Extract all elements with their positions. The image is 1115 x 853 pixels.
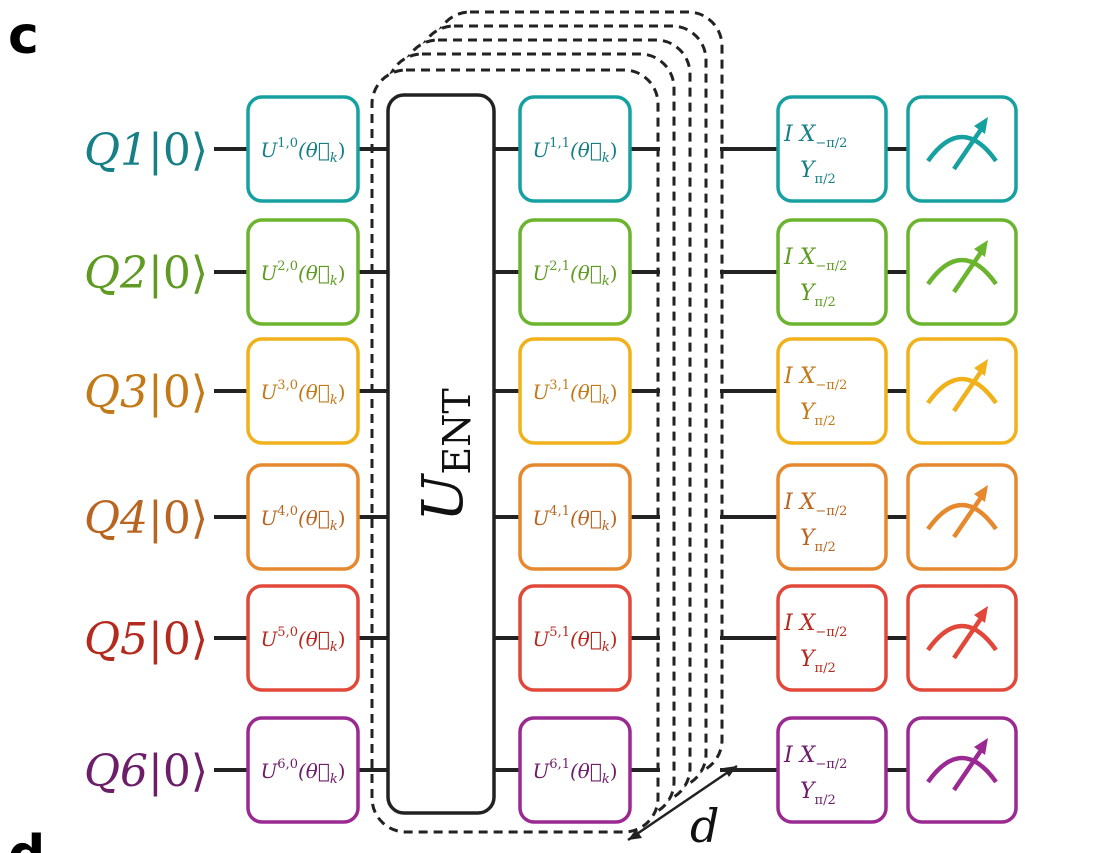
rotation-gate	[518, 584, 632, 692]
rotation-gate-label: U5,1(θ⃗k)	[532, 625, 617, 655]
qubit-label: Q1|0⟩	[84, 125, 208, 176]
measurement-meter	[906, 584, 1018, 692]
qubit-label: Q2|0⟩	[84, 248, 208, 299]
entangler-block: UENT	[386, 93, 496, 815]
rotation-gate	[246, 584, 360, 692]
basis-rotation-gate	[776, 716, 888, 824]
rotation-gate	[246, 218, 360, 326]
rotation-gate-label: U3,0(θ⃗k)	[260, 378, 345, 408]
basis-gate-y-label: Yπ/2	[800, 647, 836, 676]
qubit-label: Q5|0⟩	[84, 614, 208, 665]
basis-rotation-gate	[776, 95, 888, 203]
rotation-gate	[518, 95, 632, 203]
gate-grid: Q1|0⟩U1,0(θ⃗k)U1,1(θ⃗k)I X−π/2Yπ/2Q2|0⟩U…	[84, 95, 1018, 824]
panel-label-c: c	[8, 6, 39, 66]
meter-icon	[926, 359, 998, 413]
rotation-gate-label: U4,1(θ⃗k)	[532, 504, 617, 534]
basis-gate-xi-label: I X−π/2	[783, 364, 847, 393]
rotation-gate	[518, 716, 632, 824]
basis-gate-y-label: Yπ/2	[800, 281, 836, 310]
meter-icon	[926, 738, 998, 792]
rotation-gate-label: U6,1(θ⃗k)	[532, 757, 617, 787]
basis-gate-y-label: Yπ/2	[800, 400, 836, 429]
basis-gate-y-label: Yπ/2	[800, 526, 836, 555]
basis-gate-y-label: Yπ/2	[800, 779, 836, 808]
rotation-gate-label: U5,0(θ⃗k)	[260, 625, 345, 655]
basis-gate-y-label: Yπ/2	[800, 158, 836, 187]
basis-rotation-gate	[776, 584, 888, 692]
measurement-meter	[906, 337, 1018, 445]
meter-icon	[926, 485, 998, 539]
measurement-meter	[906, 95, 1018, 203]
rotation-gate-label: U1,1(θ⃗k)	[532, 136, 617, 166]
depth-label: d	[690, 799, 719, 853]
measurement-meter	[906, 716, 1018, 824]
measurement-meter	[906, 463, 1018, 571]
depth-arrow: d	[627, 764, 738, 853]
basis-gate-xi-label: I X−π/2	[783, 490, 847, 519]
rotation-gate-label: U2,0(θ⃗k)	[260, 259, 345, 289]
qubit-label: Q6|0⟩	[84, 746, 208, 797]
rotation-gate-label: U3,1(θ⃗k)	[532, 378, 617, 408]
rotation-gate	[246, 337, 360, 445]
rotation-gate-label: U4,0(θ⃗k)	[260, 504, 345, 534]
basis-gate-xi-label: I X−π/2	[783, 245, 847, 274]
panel-label-d: d	[8, 825, 45, 853]
rotation-gate-label: U2,1(θ⃗k)	[532, 259, 617, 289]
rotation-gate	[518, 218, 632, 326]
meter-icon	[926, 117, 998, 171]
rotation-gate	[518, 463, 632, 571]
basis-rotation-gate	[776, 337, 888, 445]
rotation-gate	[518, 337, 632, 445]
entangler-label: UENT	[411, 388, 479, 522]
rotation-gate	[246, 95, 360, 203]
basis-gate-xi-label: I X−π/2	[783, 611, 847, 640]
rotation-gate-label: U1,0(θ⃗k)	[260, 136, 345, 166]
entangler-subscript: ENT	[435, 388, 479, 474]
measurement-meter	[906, 218, 1018, 326]
basis-gate-xi-label: I X−π/2	[783, 743, 847, 772]
basis-gate-xi-label: I X−π/2	[783, 122, 847, 151]
rotation-gate	[246, 463, 360, 571]
basis-rotation-gate	[776, 218, 888, 326]
meter-icon	[926, 240, 998, 294]
rotation-gate	[246, 716, 360, 824]
qubit-label: Q4|0⟩	[84, 493, 208, 544]
meter-icon	[926, 606, 998, 660]
basis-rotation-gate	[776, 463, 888, 571]
rotation-gate-label: U6,0(θ⃗k)	[260, 757, 345, 787]
qubit-label: Q3|0⟩	[84, 367, 208, 418]
